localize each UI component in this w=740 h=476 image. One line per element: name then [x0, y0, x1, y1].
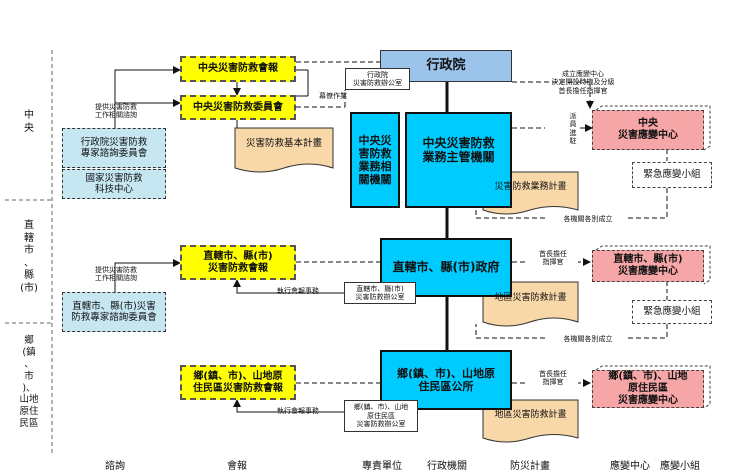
township-exec-note: 執行會報事務: [277, 407, 319, 415]
column-label-response-team: 應變小組: [660, 461, 700, 472]
central-consult-box-1: 行政院災害防救 專家諮詢委員會: [62, 128, 166, 168]
column-label-dedicated: 專責單位: [362, 461, 402, 472]
basic-plan-doc: [234, 127, 334, 173]
municipal-exec-note: 執行會報事務: [277, 287, 319, 295]
township-response-center-box: 鄉(鎮、市)、山地 原住民區 災害應變中心: [592, 370, 704, 408]
central-response-center-box: 中央 災害應變中心: [592, 110, 704, 150]
municipal-consult-note: 提供災害防救 工作相關諮詢: [95, 266, 137, 283]
municipal-consult-box: 直轄市、縣(市)災害 防救專家諮詢委員會: [62, 292, 166, 332]
municipal-meeting-box: 直轄市、縣(市) 災害防救會報: [180, 245, 296, 280]
municipal-commander-note: 首長擔任 指揮官: [528, 250, 578, 267]
central-consult-note: 提供災害防救 工作相關諮詢: [95, 103, 137, 120]
column-label-plan: 防災計畫: [510, 461, 550, 472]
municipal-team-note: 各機關各別成立: [548, 335, 628, 344]
municipal-response-team-box: 緊急應變小組: [632, 300, 712, 324]
column-label-meeting: 會報: [227, 461, 247, 472]
level-label-municipal: 直 轄 市 、 縣 (市): [20, 220, 38, 294]
level-label-township: 鄉 (鎮 、 市 )、 山地 原住 民區: [19, 335, 39, 430]
operation-plan-label: 災害防救業務計畫: [494, 181, 567, 192]
central-response-team-box: 緊急應變小組: [632, 162, 712, 188]
municipal-office-box: 直轄市、縣(市) 災害防救辦公室: [344, 282, 416, 304]
basic-plan-label: 災害防救基本計畫: [245, 138, 322, 150]
township-meeting-box: 鄉(鎮、市)、山地原 住民區災害防救會報: [180, 365, 296, 400]
township-plan-label: 地區災害防救計畫: [494, 409, 567, 420]
central-related-agencies-box: 中央災 害防救 業務相 關機關: [350, 112, 400, 208]
municipal-government-box: 直轄市、縣(市)政府: [380, 238, 512, 297]
township-office-box: 鄉(鎮、市)、山地 原住民區 災害防救辦公室: [344, 400, 418, 432]
consult-connector: [114, 66, 181, 128]
central-committee-box: 中央災害防救委員會: [180, 95, 296, 120]
central-meeting-box: 中央災害防救會報: [180, 56, 296, 82]
column-label-response-center: 應變中心: [610, 461, 650, 472]
central-team-note: 各機關各別成立: [548, 215, 628, 224]
central-consult-box-2: 國家災害防救 科技中心: [62, 169, 166, 199]
staff-note: 幕僚作業: [319, 92, 347, 100]
township-plan-doc: [482, 399, 579, 443]
municipal-response-center-box: 直轄市、縣(市) 災害應變中心: [592, 250, 704, 282]
township-commander-note: 首長擔任 指揮官: [528, 370, 578, 387]
column-label-consult: 諮詢: [105, 461, 125, 472]
exec-yuan-office-box: 行政院 災害防救辦公室: [345, 68, 410, 90]
center-note: 成立應變中心 決定開設時機及分級 首長擔任指揮官: [551, 70, 615, 95]
level-label-central: 中 央: [24, 110, 34, 134]
column-label-admin: 行政機關: [427, 461, 467, 472]
dispatch-note: 派 員 進 駐: [569, 112, 577, 146]
municipal-plan-label: 地區災害防救計畫: [494, 292, 567, 303]
central-competent-agency-box: 中央災害防救 業務主管機關: [405, 112, 512, 208]
